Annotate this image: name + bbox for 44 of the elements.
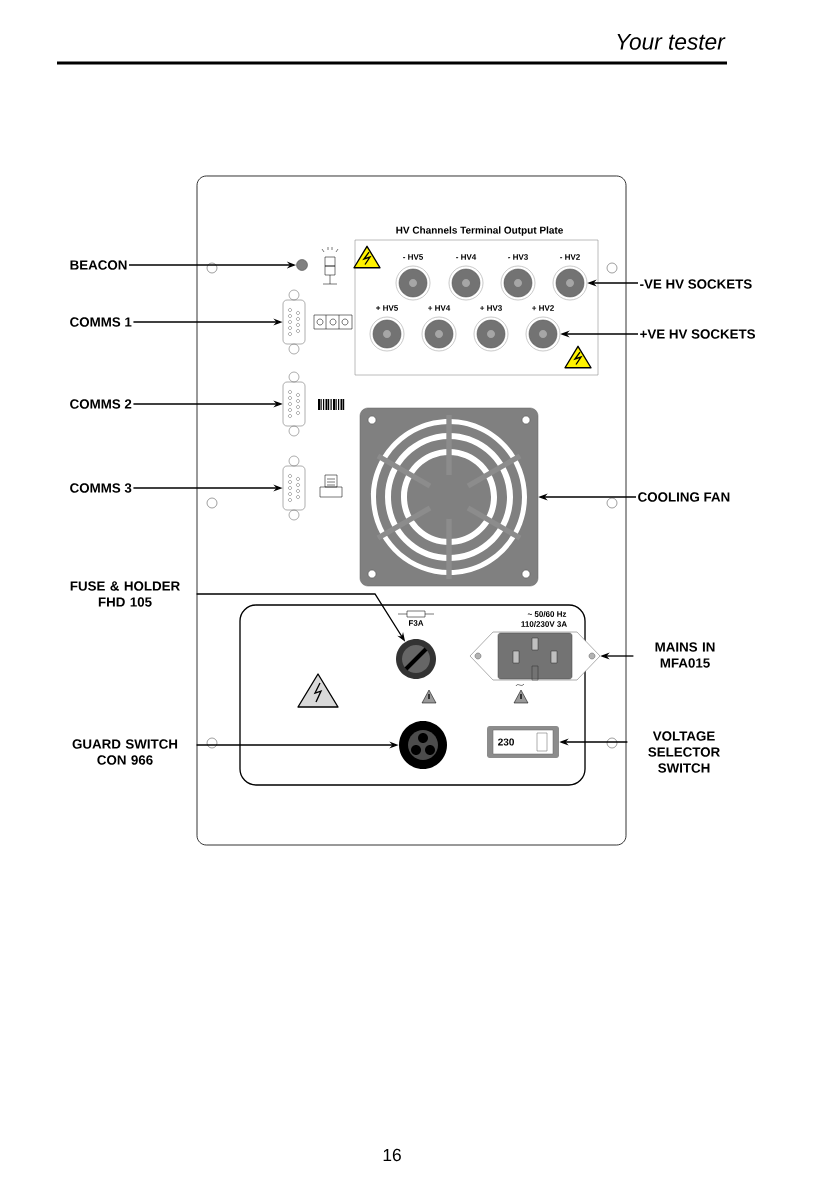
callout-label: MAINS IN MFA015 [655,642,715,668]
node-label: HV Channels Terminal Output Plate [396,226,563,236]
fuse-holder [396,610,436,679]
callout-label: VOLTAGE SELECTOR SWITCH [648,731,720,773]
socket [448,265,484,301]
page-number: 16 [383,1148,401,1162]
cooling-fan [359,407,539,587]
socket-label: + HV3 [480,305,502,311]
callout-label: COMMS 1 [70,317,132,327]
callout-label: GUARD SWITCH CON 966 [72,739,178,765]
socket [369,316,405,352]
socket-label: + HV2 [532,305,554,311]
socket-label: + HV5 [376,305,398,311]
callout-label: COOLING FAN [638,492,730,502]
socket-label: ~ 50/60 Hz [527,611,567,617]
serial-connector [282,455,306,521]
callout-label: COMMS 2 [70,399,132,409]
socket [473,316,509,352]
socket-label: + HV4 [428,305,451,311]
socket [421,316,457,352]
socket-label: - HV4 [456,254,477,260]
socket-label: F3A [409,620,424,626]
socket [525,316,561,352]
socket [500,265,536,301]
serial-connector [282,371,306,437]
socket-label: 110/230V 3A [521,621,567,627]
beacon-lamp [296,259,308,271]
voltage-selector: 230 [487,726,559,758]
mains-inlet [469,631,601,681]
callout-label: FUSE & HOLDER FHD 105 [70,581,180,607]
callout-label: BEACON [70,260,127,270]
back-panel [196,175,627,846]
socket-label: - HV5 [403,254,423,260]
socket [395,265,431,301]
socket-label: - HV3 [508,254,528,260]
callout-label: COMMS 3 [70,483,132,493]
guard-switch [399,721,447,769]
header-title: Your tester [617,33,726,50]
callout-label: -VE HV SOCKETS [640,279,752,289]
callout-label: +VE HV SOCKETS [640,329,756,339]
socket [552,265,588,301]
socket-label: - HV2 [560,254,580,260]
serial-connector [282,289,306,355]
lower-panel [239,604,586,786]
